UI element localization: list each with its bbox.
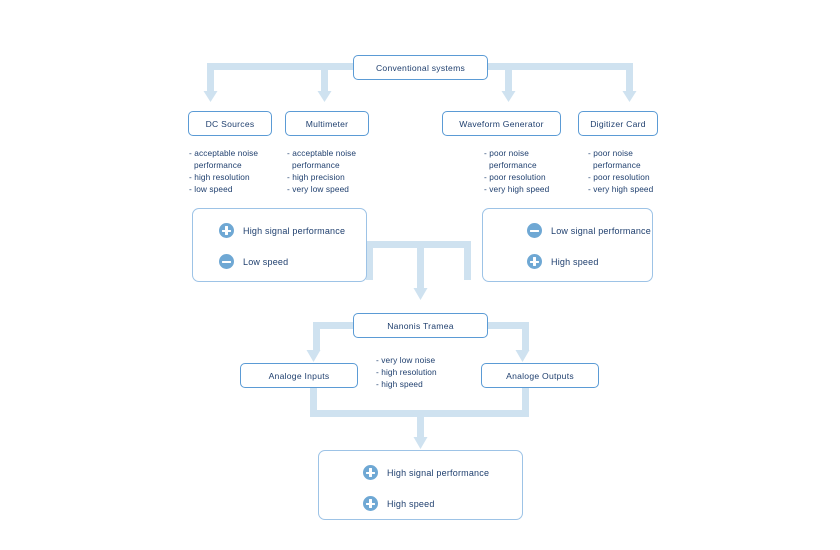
summary-panel-conventional-left: High signal performance Low speed [192,208,367,282]
spec-line: - high resolution [376,367,437,378]
spec-line: - high resolution [189,172,250,183]
spec-line: - very low speed [287,184,350,195]
summary-row: High signal performance [363,465,522,480]
spec-list-multimeter: - acceptable noise performance - high pr… [287,147,356,195]
spec-list-nanonis-tramea: - very low noise - high resolution - hig… [376,354,437,390]
spec-line: - very low noise [376,355,436,365]
spec-list-digitizer-card: - poor noise performance - poor resoluti… [588,147,653,195]
node-label: Multimeter [305,118,349,129]
summary-row: Low signal performance [527,223,652,238]
summary-row-label: High signal performance [243,225,346,236]
spec-line: performance [489,160,537,171]
spec-line: - high speed [376,379,423,390]
minus-icon [219,254,234,269]
spec-line: performance [194,160,242,171]
node-multimeter[interactable]: Multimeter [285,111,369,136]
node-label: Analoge Outputs [506,370,574,381]
summary-row-label: High speed [551,256,599,267]
node-label: DC Sources [205,118,255,129]
spec-line: - poor noise [484,148,530,158]
result-panel-nanonis: High signal performance High speed [318,450,523,520]
plus-icon [363,496,378,511]
spec-line: - acceptable noise [287,148,357,158]
summary-row-label: Low speed [243,256,289,267]
node-dc-sources[interactable]: DC Sources [188,111,272,136]
spec-list-waveform-generator: - poor noise performance - poor resoluti… [484,147,549,195]
summary-row: High speed [363,496,522,511]
spec-list-dc-sources: - acceptable noise performance - high re… [189,147,258,195]
spec-line: - poor resolution [588,172,650,183]
node-label: Digitizer Card [590,118,646,129]
plus-icon [219,223,234,238]
spec-line: - poor resolution [484,172,546,183]
node-label: Nanonis Tramea [387,320,454,331]
summary-panel-conventional-right: Low signal performance High speed [482,208,653,282]
spec-line: - poor noise [588,148,634,158]
node-label: Waveform Generator [459,118,544,129]
summary-row: High speed [527,254,652,269]
spec-line: - very high speed [484,184,550,195]
spec-line: - very high speed [588,184,654,195]
node-label: Conventional systems [375,62,466,73]
node-conventional-systems[interactable]: Conventional systems [353,55,488,80]
node-label: Analoge Inputs [268,370,330,381]
node-waveform-generator[interactable]: Waveform Generator [442,111,561,136]
spec-line: performance [292,160,340,171]
plus-icon [363,465,378,480]
node-digitizer-card[interactable]: Digitizer Card [578,111,658,136]
summary-row-label: High signal performance [387,467,490,478]
node-analoge-inputs[interactable]: Analoge Inputs [240,363,358,388]
plus-icon [527,254,542,269]
summary-row-label: High speed [387,498,435,509]
node-analoge-outputs[interactable]: Analoge Outputs [481,363,599,388]
spec-line: - acceptable noise [189,148,259,158]
spec-line: - low speed [189,184,233,195]
summary-row: Low speed [219,254,366,269]
summary-row-label: Low signal performance [551,225,651,236]
spec-line: performance [593,160,641,171]
minus-icon [527,223,542,238]
node-nanonis-tramea[interactable]: Nanonis Tramea [353,313,488,338]
summary-row: High signal performance [219,223,366,238]
spec-line: - high precision [287,172,345,183]
